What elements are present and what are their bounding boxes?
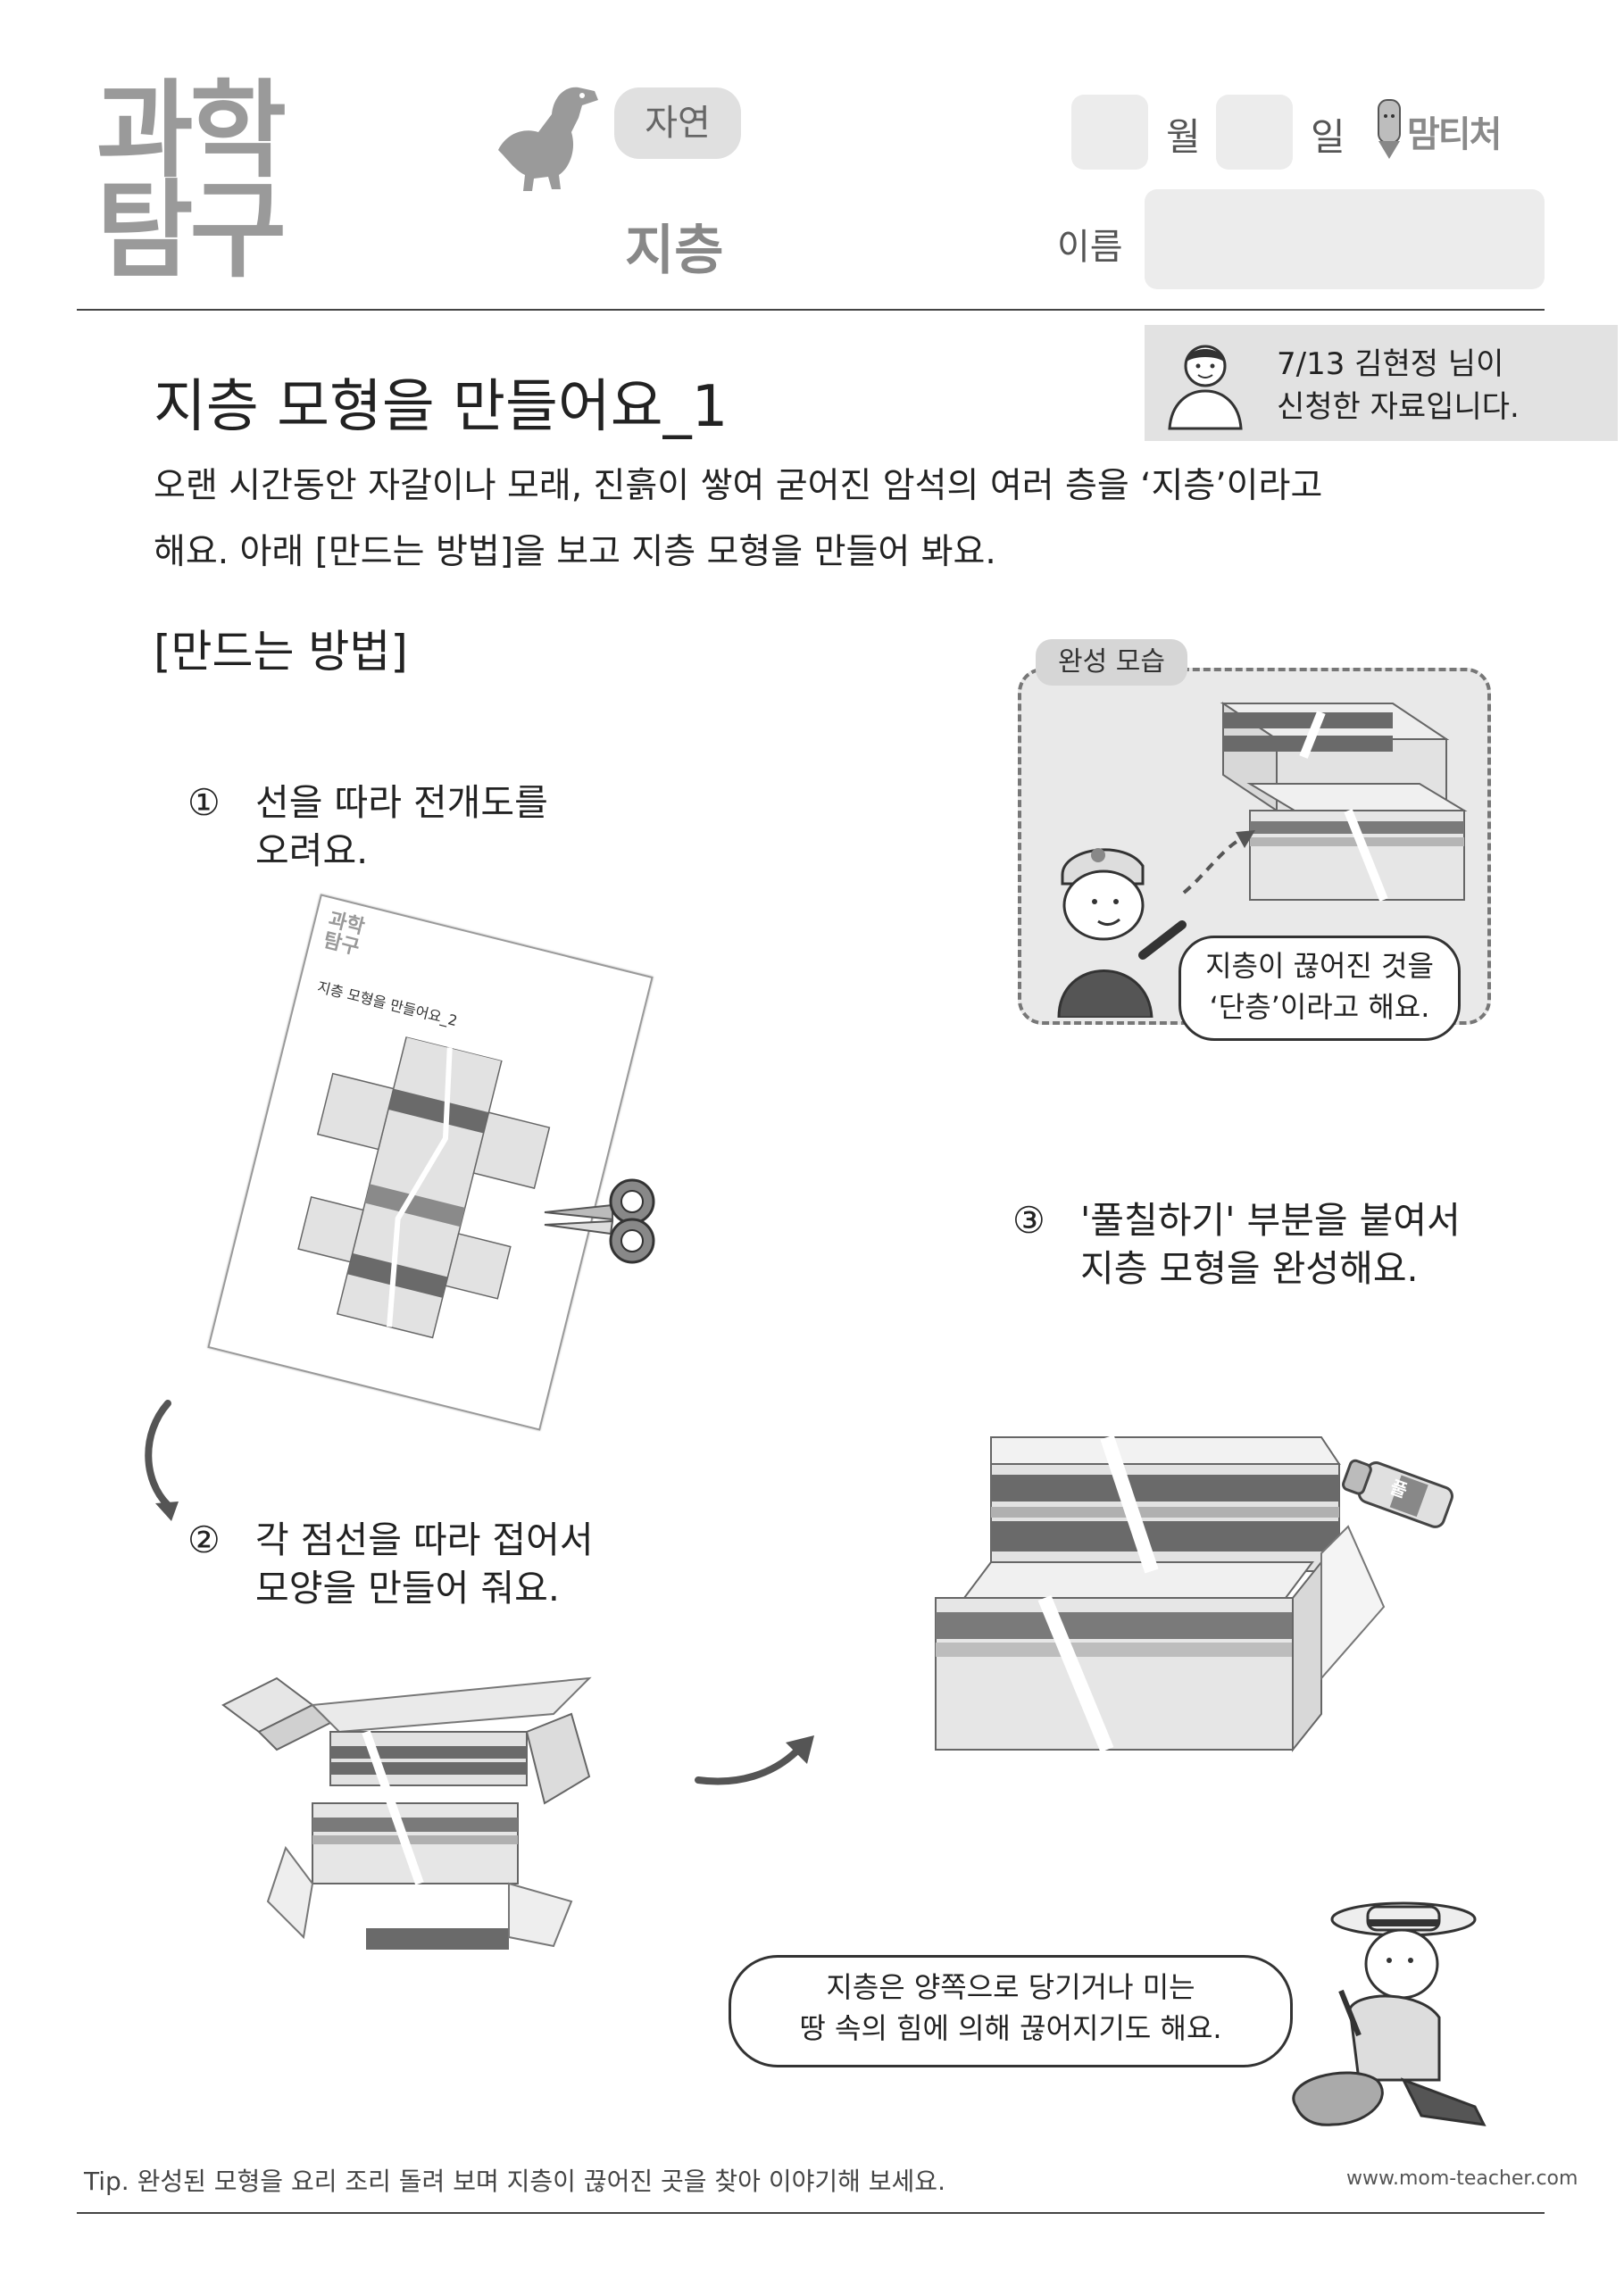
dashed-pointer-arrow xyxy=(1182,830,1255,894)
step-3-number: ③ xyxy=(1012,1199,1045,1242)
pencil-icon xyxy=(1378,99,1401,159)
notice-box: 7/13 김현정 님이 신청한 자료입니다. xyxy=(1145,325,1618,441)
method-heading: [만드는 방법] xyxy=(154,626,408,678)
step-1-line2: 오려요. xyxy=(255,829,369,872)
footer-divider xyxy=(77,2212,1545,2214)
step-1: ① 선을 따라 전개도를 오려요. xyxy=(187,778,548,875)
worksheet-thumbnail: 과학 탐구 지층 모형을 만들어요_2 xyxy=(207,894,654,1431)
brand-logo: 맘티처 xyxy=(1407,114,1502,155)
step-2: ② 각 점선을 따라 접어서 모양을 만들어 줘요. xyxy=(187,1516,594,1612)
bottom-speech-bubble: 지층은 양쪽으로 당기거나 미는 땅 속의 힘에 의해 끊어지기도 해요. xyxy=(729,1955,1293,2067)
step-3: ③ '풀칠하기' 부분을 붙여서 지층 모형을 완성해요. xyxy=(1012,1196,1461,1293)
kid-pointing-illustration xyxy=(1057,848,1187,1018)
curved-arrow-down-icon xyxy=(145,1400,179,1521)
day-input[interactable] xyxy=(1216,95,1293,170)
step-2-line2: 모양을 만들어 줘요. xyxy=(255,1567,560,1610)
bottom-bubble-line1: 지층은 양쪽으로 당기거나 미는 xyxy=(826,1970,1195,2004)
footer-tip: Tip. 완성된 모형을 요리 조리 돌려 보며 지층이 끊어진 곳을 찾아 이… xyxy=(84,2167,945,2196)
header-divider xyxy=(77,309,1545,311)
folding-model-diagram xyxy=(221,1676,592,1950)
step-3-line2: 지층 모형을 완성해요. xyxy=(1080,1247,1419,1290)
fault-bubble-line1: 지층이 끊어진 것을 xyxy=(1205,949,1434,983)
person-icon xyxy=(1168,345,1243,430)
notice-line1: 7/13 김현정 님이 xyxy=(1277,346,1504,382)
thumb-logo: 과학 탐구 xyxy=(321,908,367,961)
fault-speech-bubble: 지층이 끊어진 것을 ‘단층’이라고 해요. xyxy=(1178,936,1461,1041)
notice-line2: 신청한 자료입니다. xyxy=(1277,389,1520,425)
logo-line2: 탐구 xyxy=(96,169,287,292)
step-2-number: ② xyxy=(187,1518,221,1561)
logo: 과학 탐구 xyxy=(96,69,287,292)
category-pill: 자연 xyxy=(614,87,741,159)
name-input[interactable] xyxy=(1145,189,1545,289)
thumb-net-diagram xyxy=(297,1036,551,1339)
intro-line2: 해요. 아래 [만드는 방법]을 보고 지층 모형을 만들어 봐요. xyxy=(154,532,996,572)
name-label: 이름 xyxy=(1057,227,1123,268)
day-label: 일 xyxy=(1311,115,1345,159)
finished-model-diagram xyxy=(1220,702,1468,902)
step-1-line1: 선을 따라 전개도를 xyxy=(255,781,548,824)
assembled-model-diagram xyxy=(935,1435,1386,1753)
page-title: 지층 모형을 만들어요_1 xyxy=(154,374,729,440)
dinosaur-icon xyxy=(498,87,598,191)
kid-digging-illustration xyxy=(1292,1901,1487,2126)
glue-stick-icon xyxy=(1342,1459,1453,1528)
scissors-icon xyxy=(544,1178,655,1264)
footer-url: www.mom-teacher.com xyxy=(1346,2167,1578,2190)
step-1-number: ① xyxy=(187,781,221,824)
month-input[interactable] xyxy=(1071,95,1148,170)
step-2-line1: 각 점선을 따라 접어서 xyxy=(255,1518,594,1561)
finished-tag: 완성 모습 xyxy=(1036,639,1187,686)
step-3-line1: '풀칠하기' 부분을 붙여서 xyxy=(1080,1199,1461,1242)
bottom-bubble-line2: 땅 속의 힘에 의해 끊어지기도 해요. xyxy=(799,2011,1222,2045)
intro-line1: 오랜 시간동안 자갈이나 모래, 진흙이 쌓여 굳어진 암석의 여러 층을 ‘지… xyxy=(154,466,1323,506)
logo-line1: 과학 xyxy=(96,69,287,192)
topic-title: 지층 xyxy=(625,220,724,282)
fault-bubble-line2: ‘단층’이라고 해요. xyxy=(1209,990,1430,1024)
month-label: 월 xyxy=(1166,115,1201,159)
curved-arrow-right-icon xyxy=(695,1735,814,1785)
